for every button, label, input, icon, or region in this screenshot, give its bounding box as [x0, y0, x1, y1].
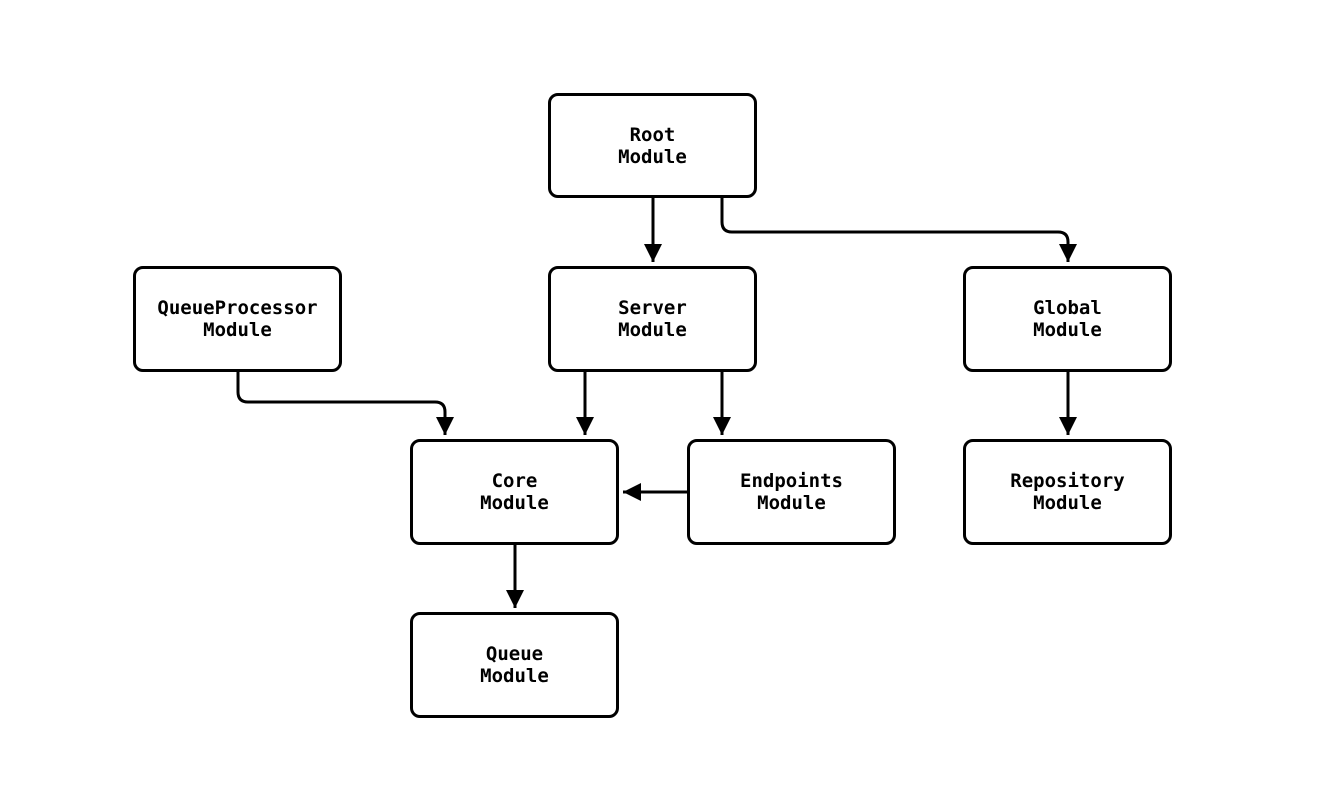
node-core-module: Core Module [410, 439, 619, 545]
node-repository-module: Repository Module [963, 439, 1172, 545]
node-label: QueueProcessor [157, 297, 318, 319]
node-label: Global [1033, 297, 1102, 319]
edge-queueprocessor-to-core [236, 372, 454, 435]
node-label: Module [1033, 492, 1102, 514]
node-label: Module [203, 319, 272, 341]
node-label: Repository [1010, 470, 1125, 492]
node-label: Module [757, 492, 826, 514]
node-label: Endpoints [740, 470, 843, 492]
node-global-module: Global Module [963, 266, 1172, 372]
node-label: Module [618, 319, 687, 341]
node-server-module: Server Module [548, 266, 757, 372]
node-label: Module [480, 492, 549, 514]
node-label: Module [1033, 319, 1102, 341]
node-label: Root [629, 123, 676, 146]
node-endpoints-module: Endpoints Module [687, 439, 896, 545]
node-label: Module [480, 665, 549, 687]
node-queueprocessor-module: QueueProcessor Module [133, 266, 342, 372]
node-root-module: Root Module [548, 93, 757, 198]
node-label: Queue [485, 643, 544, 665]
node-label: Core [491, 470, 538, 492]
node-queue-module: Queue Module [410, 612, 619, 718]
edge-root-to-global [720, 198, 1077, 262]
node-label: Module [618, 145, 687, 168]
node-label: Server [618, 297, 687, 319]
